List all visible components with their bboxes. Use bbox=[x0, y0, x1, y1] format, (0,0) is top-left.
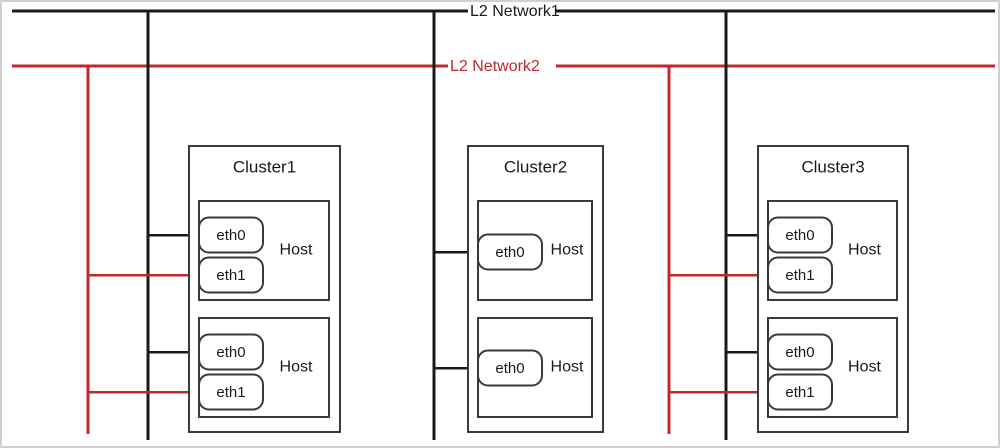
nic-label-cluster1-0-eth1: eth1 bbox=[216, 267, 245, 284]
nic-box-cluster1-1-eth1[interactable] bbox=[198, 373, 264, 411]
nic-box-cluster3-1-eth0[interactable] bbox=[767, 333, 833, 371]
nic-label-cluster3-1-eth1: eth1 bbox=[785, 384, 814, 401]
nic-box-cluster3-0-eth1[interactable] bbox=[767, 256, 833, 294]
nic-label-cluster3-0-eth0: eth0 bbox=[785, 227, 814, 244]
nic-box-cluster2-1-eth0[interactable] bbox=[477, 349, 543, 387]
nic-label-cluster3-0-eth1: eth1 bbox=[785, 267, 814, 284]
cluster-label-cluster1: Cluster1 bbox=[233, 157, 296, 176]
nic-box-cluster1-0-eth1[interactable] bbox=[198, 256, 264, 294]
nic-label-cluster2-1-eth0: eth0 bbox=[495, 360, 524, 377]
wire-layer bbox=[12, 9, 995, 440]
nic-box-cluster1-0-eth0[interactable] bbox=[198, 216, 264, 254]
host-label-cluster1-0: Host bbox=[280, 242, 313, 259]
l2-network2-label: L2 Network2 bbox=[450, 58, 540, 75]
nic-label-cluster3-1-eth0: eth0 bbox=[785, 344, 814, 361]
nic-label-cluster2-0-eth0: eth0 bbox=[495, 244, 524, 261]
nic-box-cluster2-0-eth0[interactable] bbox=[477, 233, 543, 271]
nic-label-cluster1-0-eth0: eth0 bbox=[216, 227, 245, 244]
nic-label-cluster1-1-eth1: eth1 bbox=[216, 384, 245, 401]
host-label-cluster1-1: Host bbox=[280, 359, 313, 376]
cluster-label-cluster3: Cluster3 bbox=[801, 157, 864, 176]
box-layer bbox=[188, 145, 909, 433]
nic-box-cluster3-0-eth0[interactable] bbox=[767, 216, 833, 254]
l2-network1-label: L2 Network1 bbox=[470, 3, 560, 20]
host-label-cluster3-0: Host bbox=[848, 242, 881, 259]
nic-box-cluster1-1-eth0[interactable] bbox=[198, 333, 264, 371]
nic-box-cluster3-1-eth1[interactable] bbox=[767, 373, 833, 411]
host-label-cluster2-0: Host bbox=[551, 242, 584, 259]
cluster-label-cluster2: Cluster2 bbox=[504, 157, 567, 176]
nic-label-cluster1-1-eth0: eth0 bbox=[216, 344, 245, 361]
host-label-cluster3-1: Host bbox=[848, 359, 881, 376]
host-label-cluster2-1: Host bbox=[551, 359, 584, 376]
